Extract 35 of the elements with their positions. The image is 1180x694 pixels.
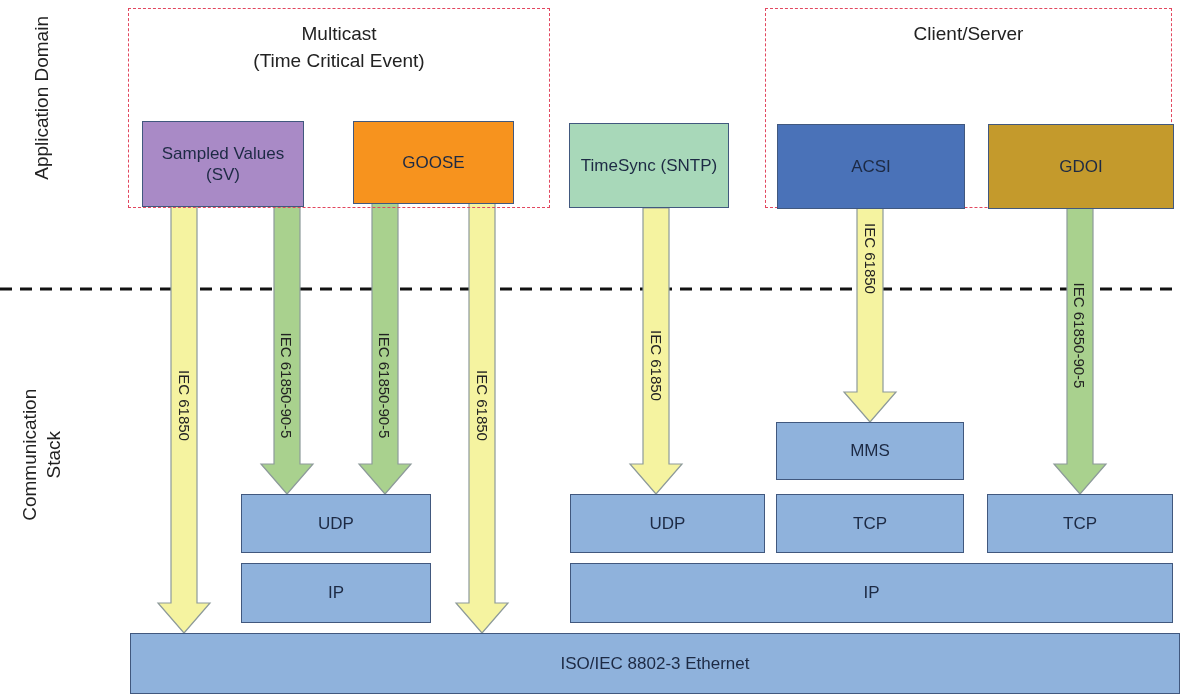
box-label: IP: [326, 582, 346, 604]
box-label: GOOSE: [401, 151, 466, 174]
protocol-box: [776, 494, 964, 553]
protocol-box: [570, 563, 1173, 623]
box-label: ISO/IEC 8802-3 Ethernet: [559, 652, 751, 675]
group-frame: [765, 8, 1172, 208]
group-title: Multicast: [300, 22, 378, 46]
block-arrow: [454, 202, 510, 634]
section-label: Communication Stack: [18, 387, 65, 523]
box-label: UDP: [648, 512, 687, 535]
protocol-box: [987, 494, 1173, 553]
protocol-box: [241, 494, 431, 553]
protocol-box: [570, 494, 765, 553]
timesync-box: [569, 123, 729, 208]
protocol-box: [241, 563, 431, 623]
goose-box: [353, 121, 514, 204]
box-label: IP: [862, 582, 881, 604]
section-label: Application Domain: [30, 15, 54, 182]
protocol-box: [776, 422, 964, 480]
box-label: TCP: [852, 512, 888, 535]
block-arrow: [156, 205, 212, 634]
sampled-values-box: [142, 121, 304, 207]
box-label: TimeSync (SNTP): [579, 154, 719, 177]
group-frame: [128, 8, 550, 208]
box-label: Sampled Values (SV): [160, 142, 286, 186]
group-title: Client/Server: [912, 22, 1025, 46]
acsi-box: [777, 124, 965, 209]
box-label: UDP: [317, 512, 355, 535]
gdoi-box: [988, 124, 1174, 209]
box-label: GDOI: [1058, 155, 1104, 178]
group-title: (Time Critical Event): [252, 48, 426, 73]
box-label: MMS: [849, 440, 891, 462]
box-label: ACSI: [850, 155, 892, 178]
ethernet-bar: [130, 633, 1180, 694]
box-label: TCP: [1062, 512, 1098, 535]
